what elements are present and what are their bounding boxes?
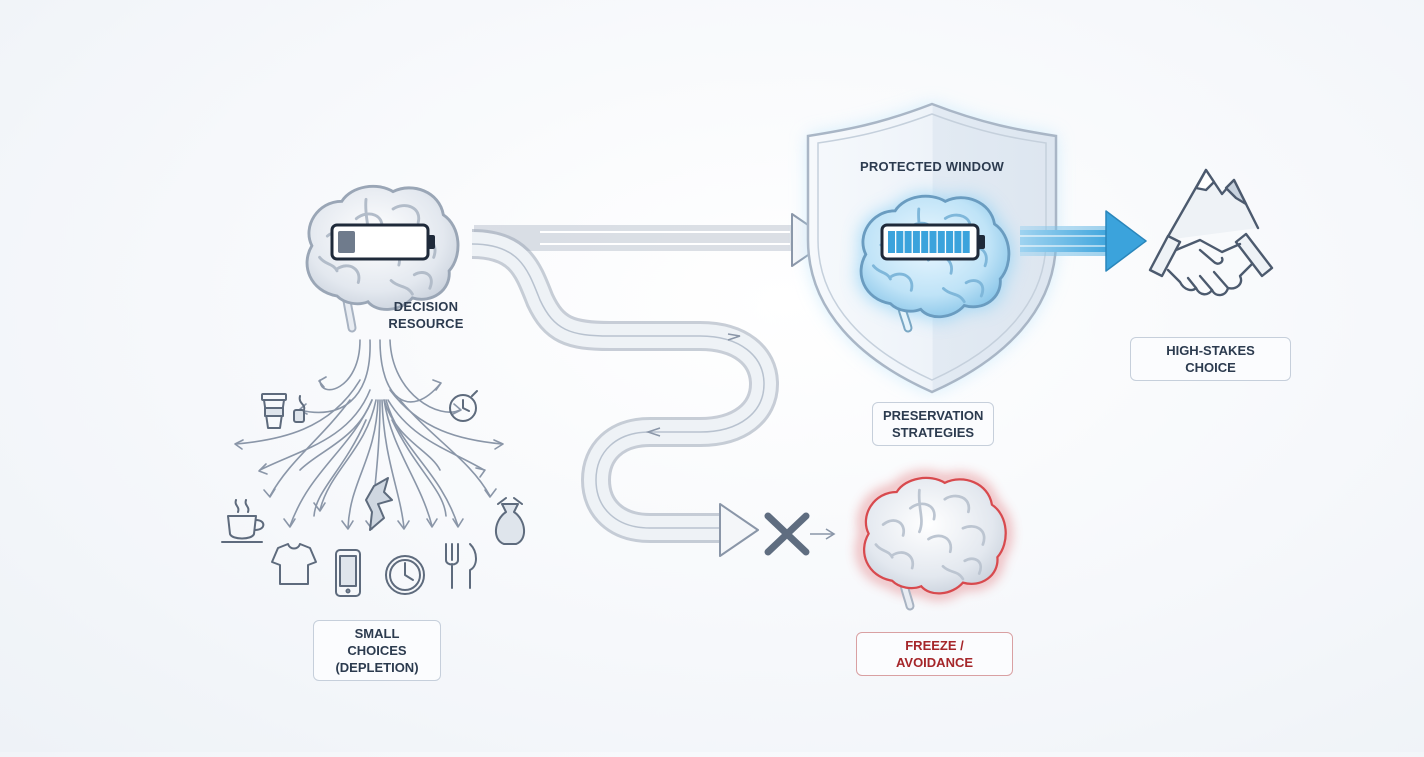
tea-bag-icon [293,395,306,423]
smartphone-icon [335,549,361,597]
direct-path-arrow [474,213,831,267]
battery-cell [896,231,904,253]
small-choices-label: SMALL CHOICES (DEPLETION) [313,620,441,681]
decision-resource-label: DECISION RESOURCE [388,299,464,331]
battery-cell [929,231,937,253]
decision-resource-brain [305,184,460,333]
protected-brain [858,194,1013,333]
freeze-avoidance-label: FREEZE / AVOIDANCE [856,632,1013,676]
battery-cell [912,231,920,253]
teacup-icon [221,499,265,543]
winding-path-arrow [471,229,780,543]
battery-cell [937,231,945,253]
freeze-brain [861,476,1007,611]
battery-full-icon [880,223,985,261]
battery-cell [904,231,912,253]
paper-scrap-icon [365,477,393,531]
blocked-x-icon [764,512,836,556]
battery-cell [946,231,954,253]
success-path-arrow [1020,210,1147,272]
fork-knife-icon [445,543,477,589]
battery-low-icon [330,223,435,261]
mountain-handshake-icon [1148,168,1274,297]
freeze-arrowhead [719,503,759,557]
high-stakes-choice-label: HIGH-STAKES CHOICE [1130,337,1291,381]
money-bag-icon [495,497,525,545]
coffee-cup-icon [261,393,287,429]
battery-cell [888,231,895,253]
tshirt-icon [271,543,317,585]
battery-cell [921,231,929,253]
preservation-strategies-label: PRESERVATION STRATEGIES [872,402,994,446]
battery-cell [962,231,970,253]
protected-window-label: PROTECTED WINDOW [859,159,1005,174]
battery-cell [954,231,962,253]
clock-icon [385,555,425,595]
depletion-branches [235,339,503,529]
timer-icon [449,390,478,422]
